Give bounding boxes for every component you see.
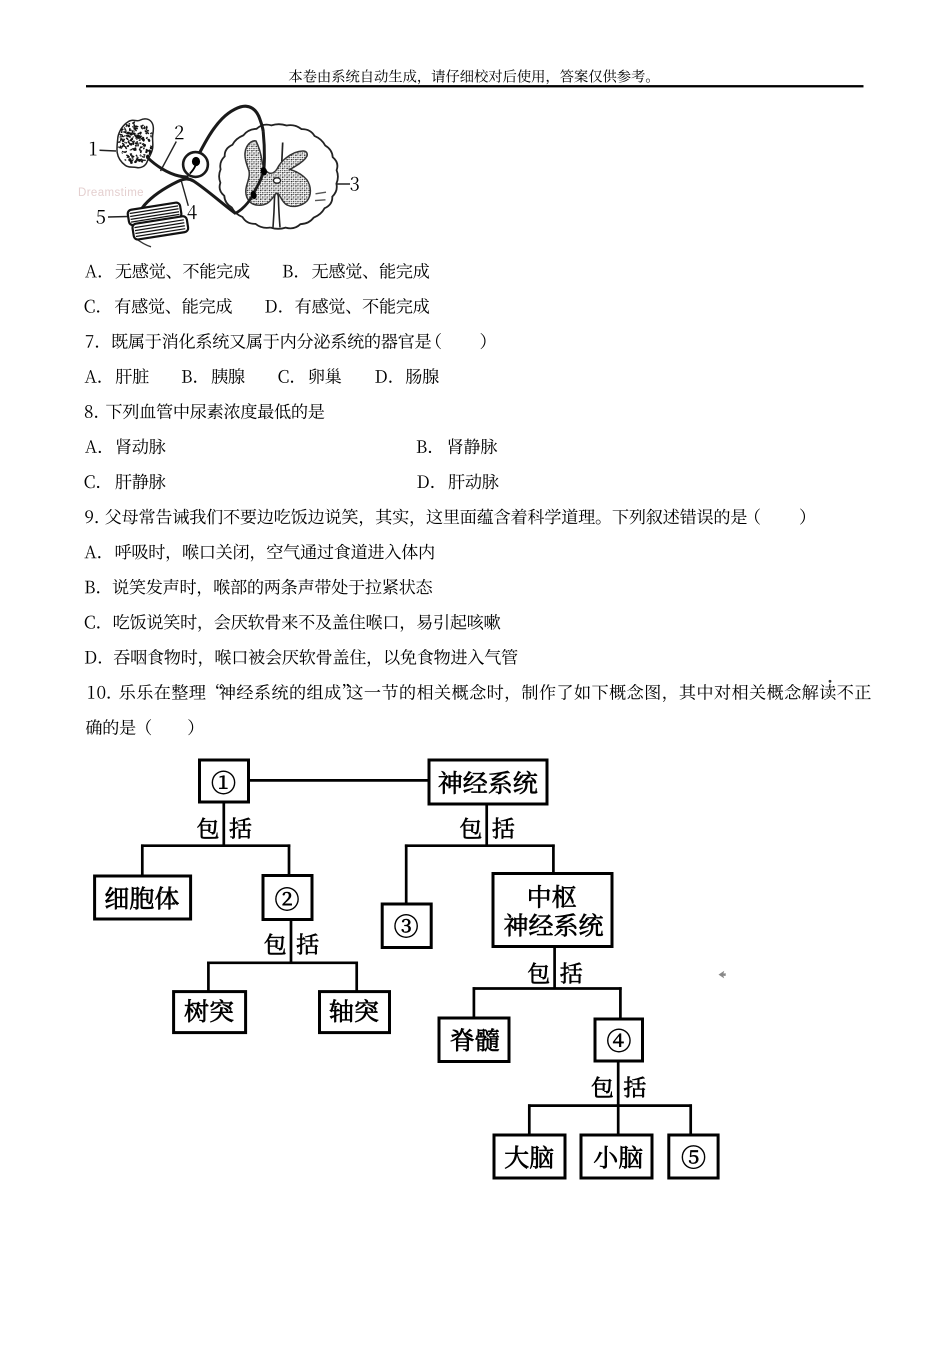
svg-text:Dreamstime: Dreamstime — [78, 187, 144, 199]
